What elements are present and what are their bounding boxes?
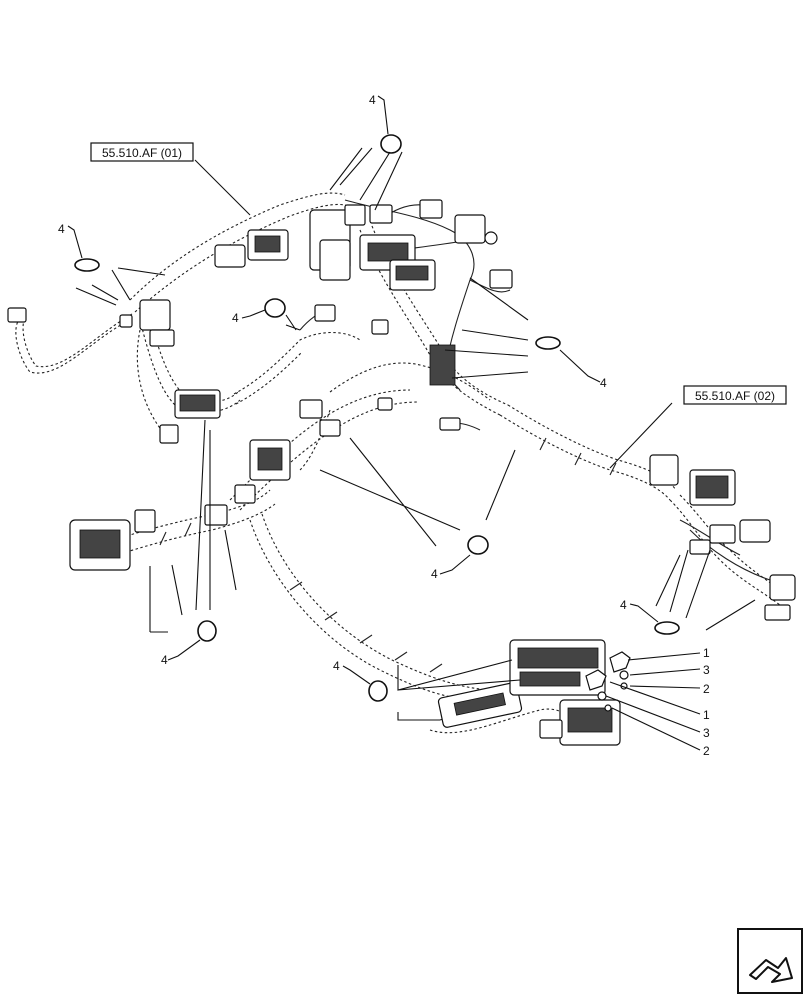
washer-icon: [619, 670, 629, 680]
clip-icon: [535, 336, 561, 350]
reference-box-02[interactable]: 55.510.AF (02): [683, 385, 787, 405]
clamp-icon: [609, 651, 631, 673]
clip-icon: [654, 621, 680, 635]
callout-1: 1: [703, 646, 710, 660]
nut-icon: [604, 704, 612, 712]
sleeve-bands: [159, 437, 617, 673]
callout-numbers: 4 4 4 4 4 4 4 4 1 3 2 1 3 2: [58, 93, 710, 758]
callout-4: 4: [333, 659, 340, 673]
callout-4: 4: [58, 222, 65, 236]
leader-lines: [67, 95, 756, 751]
callout-4: 4: [431, 567, 438, 581]
callout-3: 3: [703, 663, 710, 677]
callout-4: 4: [232, 311, 239, 325]
callout-4: 4: [600, 376, 607, 390]
cable-clips: [74, 134, 680, 702]
callout-1: 1: [703, 708, 710, 722]
hardware-parts: [585, 651, 631, 712]
clip-icon: [197, 620, 217, 642]
clip-icon: [467, 535, 489, 555]
next-page-arrow-icon[interactable]: [737, 928, 803, 994]
clip-icon: [74, 258, 100, 272]
reference-label-01: 55.510.AF (01): [102, 146, 182, 160]
clip-icon: [264, 298, 286, 318]
callout-4: 4: [161, 653, 168, 667]
callout-3: 3: [703, 726, 710, 740]
clip-icon: [368, 680, 388, 702]
callout-2: 2: [703, 682, 710, 696]
callout-4: 4: [620, 598, 627, 612]
connectors: [7, 199, 796, 746]
clip-icon: [380, 134, 402, 154]
reference-box-01[interactable]: 55.510.AF (01): [90, 142, 194, 162]
callout-4: 4: [369, 93, 376, 107]
washer-icon: [597, 691, 607, 701]
clamp-icon: [585, 669, 607, 691]
reference-label-02: 55.510.AF (02): [695, 389, 775, 403]
callout-2: 2: [703, 744, 710, 758]
